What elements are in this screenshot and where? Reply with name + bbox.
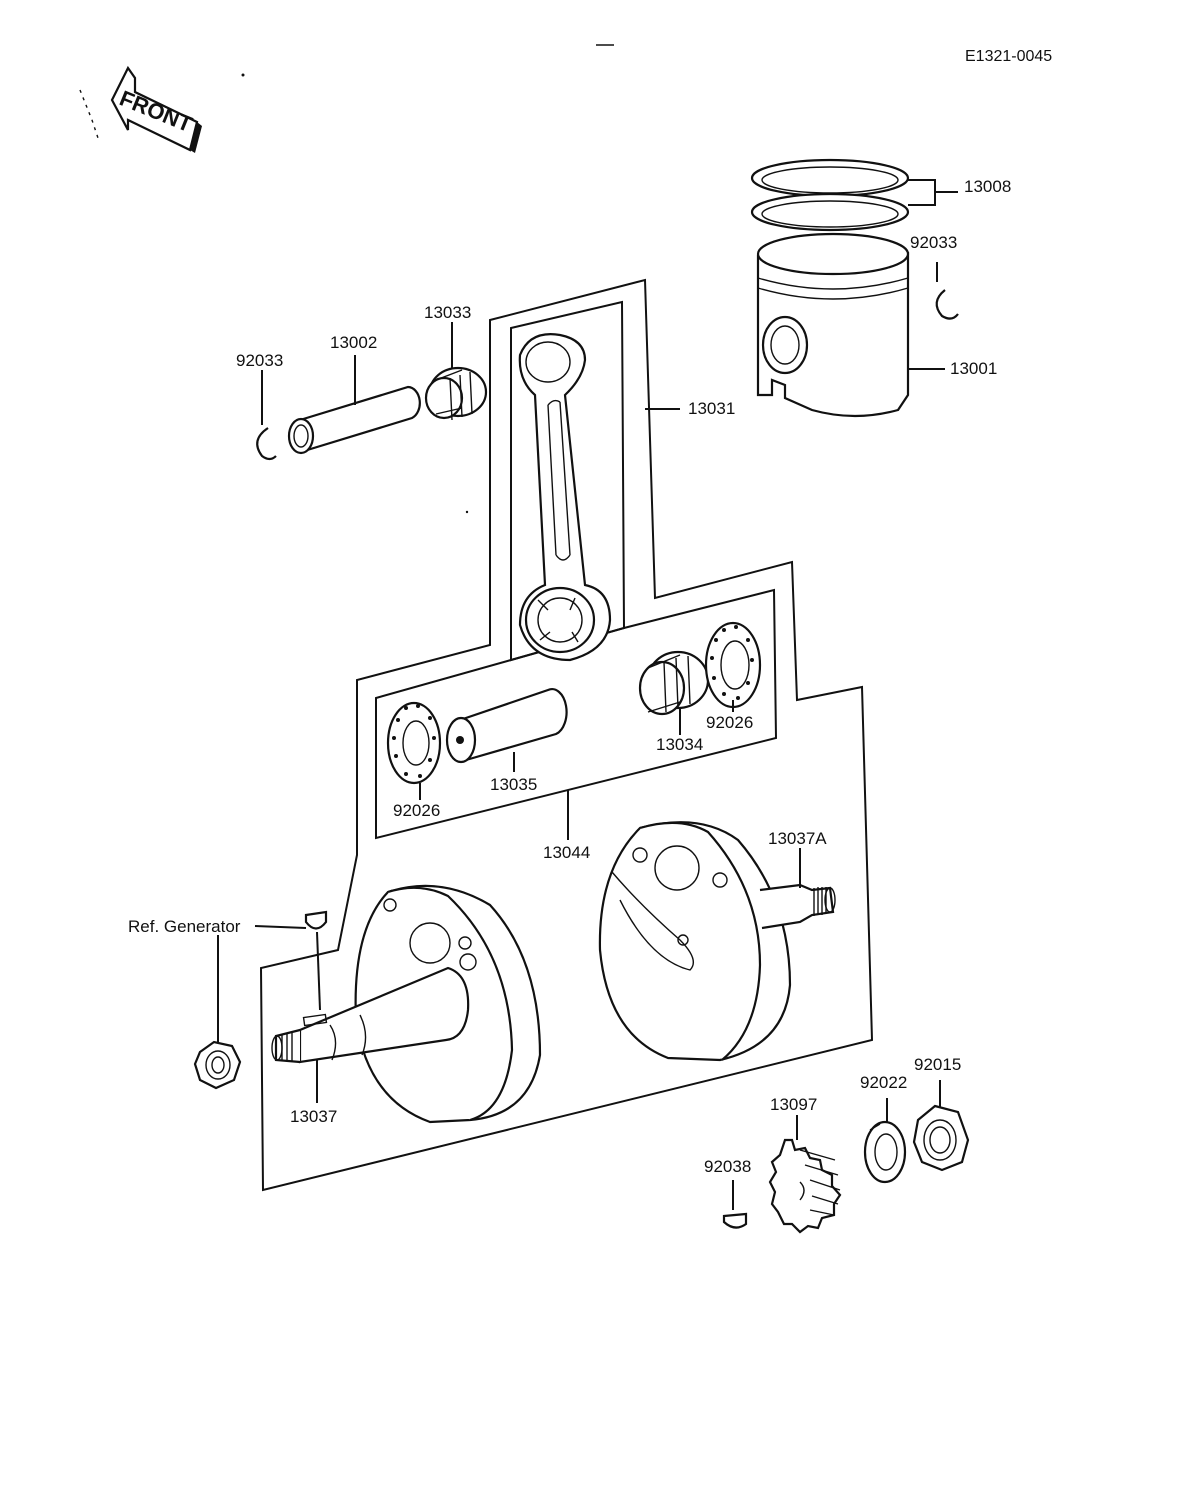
label-92026-right: 92026 [706, 713, 753, 732]
label-13034: 13034 [656, 735, 703, 754]
thrust-washer-right [704, 621, 762, 709]
small-end-bearing [424, 366, 488, 421]
diagram-code: E1321-0045 [965, 48, 1052, 65]
label-92022: 92022 [860, 1073, 907, 1092]
assembly-outline-13031 [259, 278, 874, 1192]
woodruff-key-92038 [722, 1212, 748, 1229]
label-13037: 13037 [290, 1107, 337, 1126]
label-13033: 13033 [424, 303, 471, 322]
piston-clip-left [256, 427, 277, 461]
piston-clip-right [935, 289, 959, 320]
label-13037A: 13037A [768, 829, 827, 848]
label-92033-left: 92033 [236, 351, 283, 370]
label-13097: 13097 [770, 1095, 817, 1114]
label-13002: 13002 [330, 333, 377, 352]
crankshaft-right-half [598, 821, 836, 1062]
crankshaft-nut-left [193, 1040, 242, 1090]
nut-92015 [912, 1104, 970, 1172]
piston-pin [287, 385, 421, 455]
label-13001: 13001 [950, 359, 997, 378]
front-arrow-icon: FRONT [110, 65, 202, 153]
label-13035: 13035 [490, 775, 537, 794]
label-13044: 13044 [543, 843, 590, 862]
crank-pin [445, 688, 568, 764]
label-ref-generator: Ref. Generator [128, 917, 241, 936]
big-end-bearing [638, 650, 710, 716]
label-92015: 92015 [914, 1055, 961, 1074]
label-13031: 13031 [688, 399, 735, 418]
label-92033-right: 92033 [910, 233, 957, 252]
piston [756, 232, 910, 418]
gear-13097 [768, 1138, 842, 1234]
thrust-washer-left [386, 701, 442, 785]
crankshaft-left-half [271, 884, 542, 1124]
piston-rings [750, 158, 910, 232]
label-13008: 13008 [964, 177, 1011, 196]
woodruff-key-left [304, 910, 328, 930]
label-92038: 92038 [704, 1157, 751, 1176]
label-92026-left: 92026 [393, 801, 440, 820]
washer-92022 [863, 1120, 907, 1184]
assembly-outline-13044 [375, 588, 778, 840]
connecting-rod [518, 333, 612, 662]
